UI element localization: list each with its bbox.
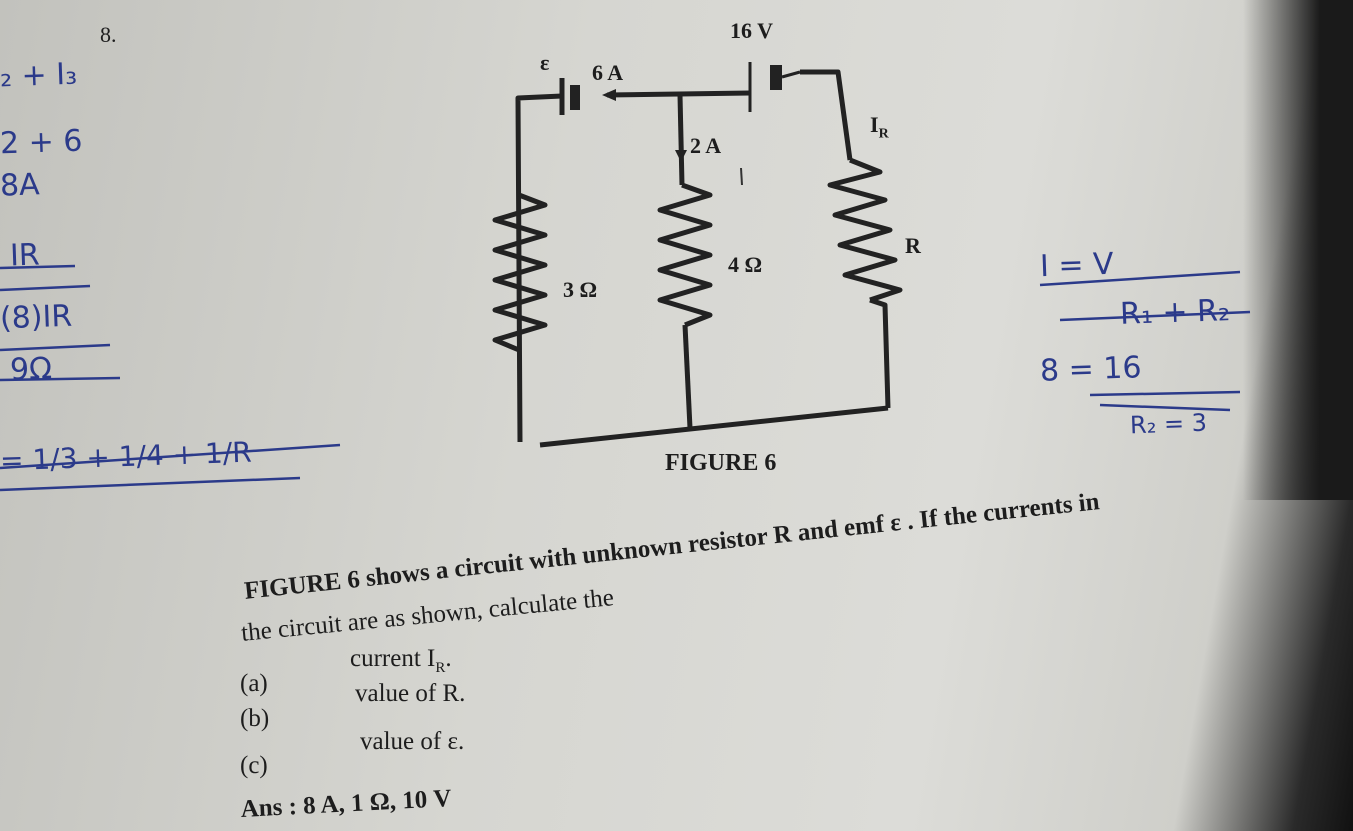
label-3ohm: 3 Ω [563, 277, 598, 302]
label-4ohm: 4 Ω [728, 252, 763, 277]
label-emf: ε [540, 50, 550, 75]
battery-16v-short-plate [770, 65, 782, 90]
handwriting-right-4: R₂ = 3 [1129, 408, 1208, 440]
part-c-text: value of ε. [360, 728, 465, 755]
wire-top-middle [606, 90, 751, 98]
wire-bottom [539, 405, 889, 448]
arrow-2a [675, 150, 687, 162]
resistor-3ohm [492, 192, 548, 353]
resistor-4ohm [657, 182, 713, 328]
label-2a: 2 A [690, 133, 722, 158]
handwriting-left-5: (8)IR [0, 298, 73, 337]
part-a-label: (a) [240, 670, 268, 697]
part-a-main: current I [350, 645, 436, 672]
handwriting-left-4: IR [9, 237, 41, 274]
question-number: 8. [100, 22, 117, 47]
handwriting-right-3: 8 = 16 [1039, 350, 1143, 389]
battery-16v-lead [781, 70, 801, 79]
label-ir-sub: R [878, 126, 889, 142]
figure-caption: FIGURE 6 [665, 450, 777, 476]
handwriting-left-1: ₂ + I₃ [0, 56, 78, 95]
resistor-R [827, 157, 903, 303]
handwriting-right-1: I = V [1039, 246, 1115, 285]
label-2a-tick [740, 167, 743, 186]
wire-middle-lower [682, 324, 693, 429]
wire-middle [677, 94, 685, 186]
wire-top-right [800, 69, 853, 161]
label-ir: IR [870, 112, 889, 142]
part-b-text: value of R. [355, 680, 466, 707]
handwriting-right-2: R₁ + R₂ [1119, 293, 1231, 332]
handwriting-left-3: 8A [0, 167, 41, 204]
label-r: R [905, 233, 921, 258]
wire-right-lower [869, 297, 891, 409]
handwriting-left-2: 2 + 6 [0, 123, 83, 162]
label-6a: 6 A [592, 60, 624, 85]
handwriting-left-6: 9Ω [9, 351, 53, 388]
part-a-text: current IR. [350, 645, 452, 677]
part-c-label: (c) [240, 752, 268, 779]
arrow-6a [602, 89, 616, 101]
page-edge-shadow [1243, 0, 1353, 500]
part-a-sub: R [435, 660, 446, 676]
emf-battery-short-plate [570, 85, 580, 110]
wire-top-left [515, 93, 563, 443]
label-16v: 16 V [730, 18, 773, 43]
handwriting-strokes [0, 264, 1251, 492]
part-a-end: . [445, 645, 452, 672]
label-ir-main: I [870, 112, 879, 137]
part-b-label: (b) [240, 705, 270, 732]
